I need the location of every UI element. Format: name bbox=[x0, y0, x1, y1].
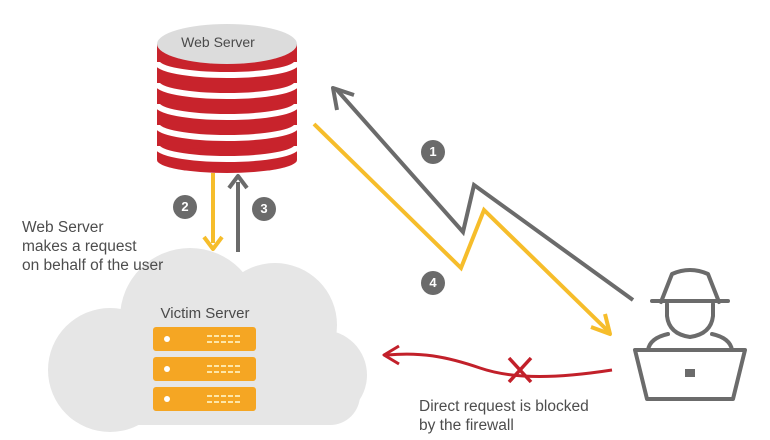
victim-cloud bbox=[48, 248, 367, 432]
direct-blocked-caption: Direct request is blocked by the firewal… bbox=[419, 398, 589, 434]
blocked-request-arrow bbox=[382, 344, 613, 378]
step-1-number: 1 bbox=[429, 144, 437, 159]
arrow-step-3 bbox=[227, 174, 249, 252]
server-rack-icon bbox=[153, 327, 256, 411]
blocked-x-icon bbox=[507, 356, 533, 384]
step-4-badge-bg bbox=[421, 271, 445, 295]
step-2-number: 2 bbox=[181, 199, 189, 214]
step-1-badge-bg bbox=[421, 140, 445, 164]
request-on-behalf-caption: Web Server makes a request on behalf of … bbox=[22, 219, 164, 274]
web-server-database-icon bbox=[154, 24, 300, 173]
victim-server-label: Victim Server bbox=[160, 305, 250, 322]
arrow-step-1 bbox=[331, 86, 635, 302]
step-3-badge-bg bbox=[252, 197, 276, 221]
arrow-step-2 bbox=[202, 173, 224, 251]
step-2-badge-bg bbox=[173, 195, 197, 219]
attacker-icon bbox=[633, 268, 747, 401]
web-server-label: Web Server bbox=[181, 34, 255, 50]
step-3-number: 3 bbox=[260, 201, 268, 216]
arrow-step-4 bbox=[312, 122, 612, 336]
step-4-number: 4 bbox=[429, 275, 437, 290]
